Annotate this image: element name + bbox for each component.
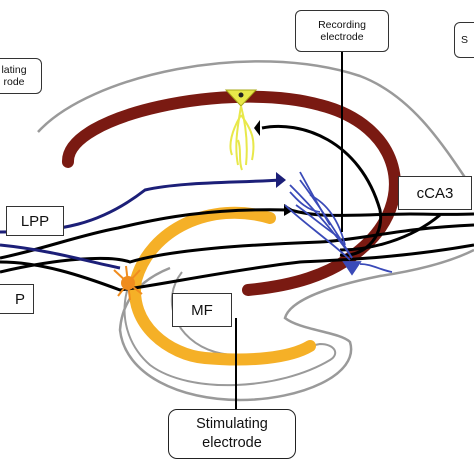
hippocampus-outline [37,60,472,186]
stimulating-electrode-label-partial: lating rode [0,58,42,94]
hippocampus-outline-lower [118,248,474,402]
top-right-label-partial: S [454,22,474,58]
ca3-to-ca1-axon [261,124,383,257]
mf-label: MF [172,293,232,327]
ca-pyramidal-layer [61,90,401,296]
axon-lower [0,243,474,292]
axon-middle [0,223,474,274]
lpp-axon-lower [0,243,121,270]
dentate-granule-layer [129,206,316,366]
mpp-label-partial: P [0,284,34,314]
ca1-terminal [254,120,260,136]
recurrent-collateral [339,213,441,252]
stimulating-electrode-label: Stimulating electrode [168,409,296,459]
dentate-outline [123,247,337,387]
yellow-pyramidal-neuron-icon [224,89,258,171]
lpp-label: LPP [6,206,64,236]
blue-ca3-neuron-icon [284,171,393,276]
axon-upper [0,208,474,260]
lpp-terminal [276,172,286,188]
recording-electrode-label: Recording electrode [295,10,389,52]
orange-granule-cell-icon [113,265,143,301]
cca3-label: cCA3 [398,176,472,210]
